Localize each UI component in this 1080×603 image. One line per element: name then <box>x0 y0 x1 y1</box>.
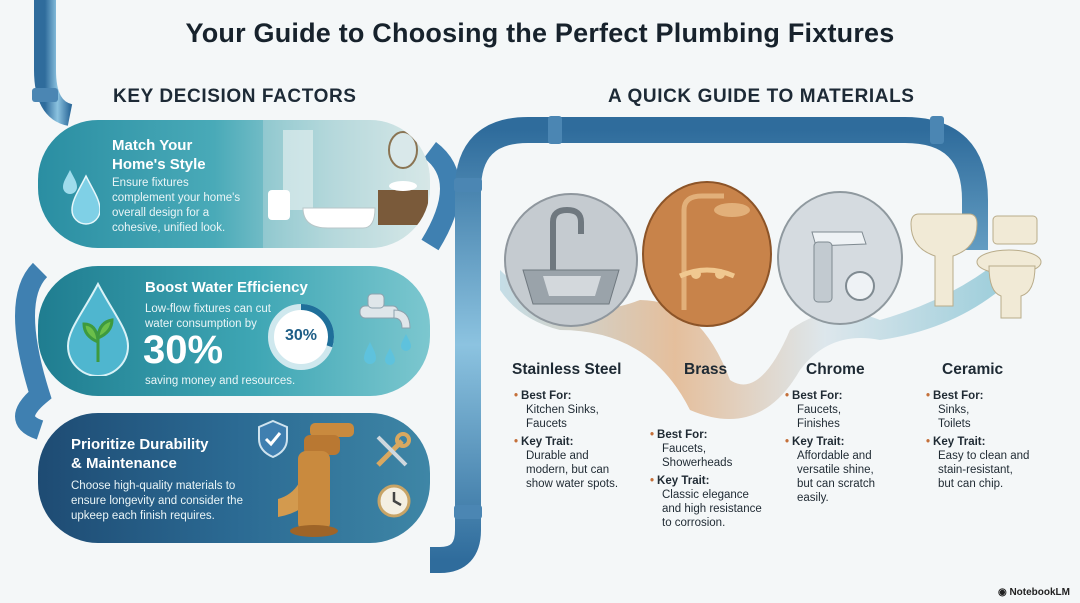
ceramic-toilet-sink-icon <box>910 213 1042 319</box>
material-name-chrome: Chrome <box>806 361 865 378</box>
ceramic-bestfor-label: Best For: <box>933 390 984 402</box>
factor-efficiency-body-1: Low-flow fixtures can cut <box>145 303 271 315</box>
chrome-trait-1: Affordable and <box>797 450 872 462</box>
efficiency-big-value: 30% <box>143 328 224 372</box>
brass-bestfor-label: Best For: <box>657 429 708 441</box>
material-name-ceramic: Ceramic <box>942 361 1004 378</box>
ceramic-trait-2: stain-resistant, <box>938 464 1013 476</box>
leaf-drop-icon <box>66 281 130 376</box>
efficiency-ring <box>268 304 334 370</box>
stainless-trait-1: Durable and <box>526 450 589 462</box>
factor-style-body-4: cohesive, unified look. <box>112 222 226 234</box>
chrome-trait-2: versatile shine, <box>797 464 874 476</box>
faucet-drops-icon <box>359 293 411 365</box>
factor-style-title-1: Match Your <box>112 137 193 154</box>
material-details-ceramic: •Best For: Sinks, Toilets •Key Trait: Ea… <box>926 390 1030 490</box>
chrome-trait-label: Key Trait: <box>792 436 845 448</box>
factor-durability-body-3: upkeep each finish requires. <box>71 510 215 522</box>
factor-card-efficiency: Boost Water Efficiency Low-flow fixtures… <box>38 266 430 396</box>
stainless-bestfor-2: Faucets <box>526 418 567 430</box>
stainless-bestfor-1: Kitchen Sinks, <box>526 404 599 416</box>
ceramic-trait-1: Easy to clean and <box>938 450 1030 462</box>
factor-durability-body-2: ensure longevity and consider the <box>71 495 243 507</box>
factor-efficiency-body-2: water consumption by <box>145 318 257 330</box>
clock-icon <box>377 484 411 518</box>
factor-style-body-2: complement your home's <box>112 192 241 204</box>
factor-style-body-3: overall design for a <box>112 207 210 219</box>
wrench-screwdriver-icon <box>376 432 411 467</box>
stainless-trait-label: Key Trait: <box>521 436 574 448</box>
brass-shower-icon <box>642 181 772 327</box>
stainless-trait-3: show water spots. <box>526 478 619 490</box>
page-title: Your Guide to Choosing the Perfect Plumb… <box>185 18 895 48</box>
material-details-brass: •Best For: Faucets, Showerheads •Key Tra… <box>650 429 762 529</box>
factor-durability-body-1: Choose high-quality materials to <box>71 480 236 492</box>
materials-heading: A QUICK GUIDE TO MATERIALS <box>608 86 915 107</box>
ceramic-trait-3: but can chip. <box>938 478 1004 490</box>
brass-trait-1: Classic elegance <box>662 489 749 501</box>
chrome-bestfor-2: Finishes <box>797 418 840 430</box>
bathroom-illustration <box>263 120 430 248</box>
brass-bestfor-2: Showerheads <box>662 457 733 469</box>
stainless-sink-icon <box>504 193 638 327</box>
chrome-bestfor-1: Faucets, <box>797 404 842 416</box>
chrome-faucet-icon <box>777 191 903 325</box>
material-details-stainless: •Best For: Kitchen Sinks, Faucets •Key T… <box>514 390 619 490</box>
factor-durability-title-2: & Maintenance <box>71 455 177 472</box>
material-name-stainless: Stainless Steel <box>512 361 622 378</box>
chrome-trait-3: but can scratch <box>797 478 875 490</box>
stainless-trait-2: modern, but can <box>526 464 610 476</box>
shield-check-icon <box>258 419 288 459</box>
material-name-brass: Brass <box>684 361 728 378</box>
water-drops-icon <box>63 170 100 225</box>
ceramic-trait-label: Key Trait: <box>933 436 986 448</box>
badge-label: NotebookLM <box>1009 587 1070 598</box>
ceramic-bestfor-2: Toilets <box>938 418 971 430</box>
chrome-trait-4: easily. <box>797 492 829 504</box>
factor-style-title-2: Home's Style <box>112 156 206 173</box>
material-details-chrome: •Best For: Faucets, Finishes •Key Trait:… <box>785 390 875 504</box>
notebooklm-badge: ◉ NotebookLM <box>998 587 1070 598</box>
factor-durability-title-1: Prioritize Durability <box>71 436 209 453</box>
key-factors-heading: KEY DECISION FACTORS <box>113 86 357 107</box>
stainless-bestfor-label: Best For: <box>521 390 572 402</box>
factor-efficiency-title: Boost Water Efficiency <box>145 279 308 296</box>
notebook-icon: ◉ <box>997 587 1007 598</box>
factor-card-durability: Prioritize Durability & Maintenance Choo… <box>38 413 430 543</box>
factor-efficiency-footer: saving money and resources. <box>145 375 296 387</box>
chrome-bestfor-label: Best For: <box>792 390 843 402</box>
brass-trait-2: and high resistance <box>662 503 762 515</box>
brass-faucet-icon <box>278 423 354 537</box>
brass-bestfor-1: Faucets, <box>662 443 707 455</box>
factor-card-style: Match Your Home's Style Ensure fixtures … <box>38 120 430 248</box>
brass-trait-3: to corrosion. <box>662 517 726 529</box>
efficiency-ring-label: 30% <box>284 327 318 344</box>
brass-trait-label: Key Trait: <box>657 475 710 487</box>
ceramic-bestfor-1: Sinks, <box>938 404 970 416</box>
factor-style-body-1: Ensure fixtures <box>112 177 189 189</box>
